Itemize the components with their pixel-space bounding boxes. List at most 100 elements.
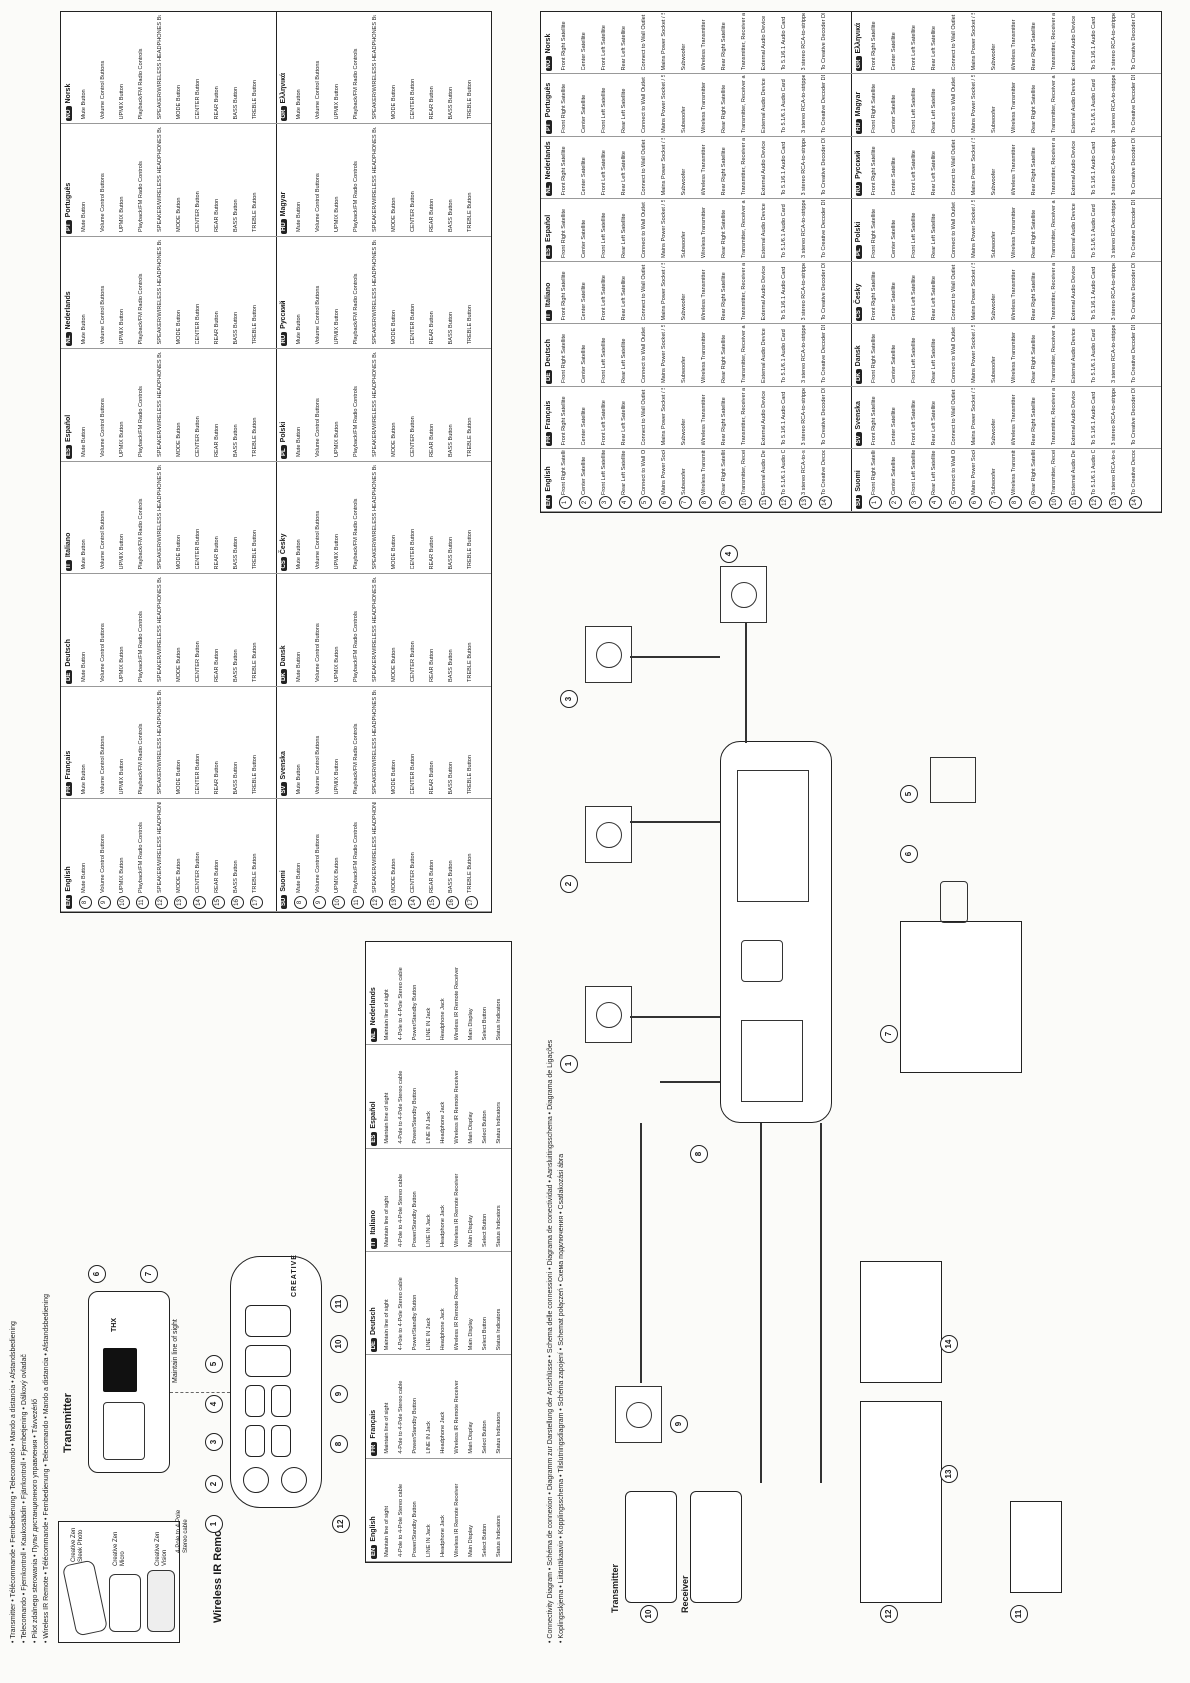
table-cell: SPEAKER/WIRELESS HEADPHONES Button	[157, 690, 163, 795]
remote-treble-button[interactable]	[271, 1385, 291, 1417]
lang-header: FRFrançais	[545, 401, 552, 447]
table-cell: Connect to Wall Outlet	[951, 389, 957, 446]
table-cell: To Creative Decoder DDTS-100	[821, 450, 827, 496]
table-cell: LINE IN Jack	[426, 1111, 432, 1144]
remote-playback-controls[interactable]	[245, 1305, 291, 1337]
table-cell: Transmitter, Receiver and Wireless Remot…	[741, 388, 747, 446]
table-cell: Rear Right Satellite	[1031, 450, 1037, 496]
remote-mode-button[interactable]	[245, 1425, 265, 1457]
table-cell: BASS Button	[233, 649, 239, 682]
table-cell: Rear Right Satellite	[721, 84, 727, 133]
table-cell: Status Indicators	[496, 1102, 502, 1144]
thx-logo: THX	[111, 1318, 118, 1332]
remote-upmix-button[interactable]	[271, 1425, 291, 1457]
table-cell: Rear Right Satellite	[1031, 209, 1037, 258]
lang-code: NO	[546, 56, 552, 72]
table-cell: 3 stereo RCA-to-stripped	[1111, 138, 1117, 196]
table-cell: SPEAKER/WIRELESS HEADPHONES Button	[372, 352, 378, 458]
lang-name: Español	[545, 214, 552, 242]
table-cell: To Creative Decoder DDTS-100	[821, 388, 827, 446]
table-cell: UPMIX Button	[334, 421, 340, 457]
table-cell: Subwoofer	[991, 43, 997, 71]
table-cell: Center Satellite	[891, 282, 897, 321]
lang-code: HU	[281, 219, 287, 234]
lang-header: NLNederlands	[545, 141, 552, 197]
table-cell: BASS Button	[448, 199, 454, 232]
remote-volume-buttons[interactable]	[245, 1345, 291, 1377]
table-cell: Front Left Satellite	[911, 400, 917, 446]
table-cell: Mute Button	[81, 862, 87, 893]
wire	[745, 623, 747, 743]
lang-header: ITItaliano	[545, 283, 552, 322]
table-cell: SPEAKER/WIRELESS HEADPHONES Button	[157, 465, 163, 570]
table-cell: Front Right Satellite	[871, 396, 877, 446]
transmitter-title: Transmitter	[62, 1393, 74, 1453]
table-cell: Mains Power Socket / Switch	[661, 13, 667, 71]
table-cell: Rear Right Satellite	[1031, 397, 1037, 446]
front-right-satellite	[585, 986, 632, 1043]
stereo-cable-label: 4-Pole to 4-Pole Stereo cable	[176, 1509, 189, 1553]
table-cell: Rear Left Satellite	[621, 26, 627, 71]
speaker-cone	[596, 822, 622, 848]
lang-code: RU	[856, 181, 862, 197]
table-cell: Subwoofer	[991, 106, 997, 133]
table-cell: Select Button	[482, 1523, 488, 1557]
row-number: 7	[679, 496, 692, 509]
table-cell: Mute Button	[296, 201, 302, 232]
table-cell: Mute Button	[81, 426, 87, 457]
remote-bass-button[interactable]	[245, 1385, 265, 1417]
remote-power-button[interactable]	[243, 1467, 269, 1493]
table-cell: Mains Power Socket / Switch	[971, 450, 977, 496]
table-cell: External Audio Device	[761, 203, 767, 258]
row-number: 13	[389, 896, 402, 909]
callout-8: 8	[330, 1435, 348, 1453]
table-cell: 3 stereo RCA-to-stripped	[801, 75, 807, 134]
row-number: 2	[889, 496, 902, 509]
table-cell: Volume Control Buttons	[100, 834, 106, 893]
table-cell: TREBLE Button	[252, 853, 258, 894]
callout-2: 2	[205, 1475, 223, 1493]
callout-conn-10: 10	[640, 1605, 658, 1623]
wire	[630, 1016, 720, 1018]
table-cell: Transmitter, Receiver and Wireless Remot…	[1051, 263, 1057, 321]
table-cell: REAR Button	[429, 198, 435, 232]
lang-code: IT	[546, 310, 552, 322]
lang-name: Polski	[280, 421, 287, 443]
callout-conn-12: 12	[880, 1605, 898, 1623]
table-cell: External Audio Device	[761, 450, 767, 496]
row-number: 9	[98, 896, 111, 909]
table-cell: REAR Button	[214, 761, 220, 795]
table-cell: Mute Button	[296, 764, 302, 795]
table-cell: External Audio Device	[761, 78, 767, 133]
table-cell: Volume Control Buttons	[315, 623, 321, 682]
table-cell: Center Satellite	[581, 32, 587, 71]
table-cell: Main Display	[468, 1111, 474, 1144]
callout-11: 11	[330, 1295, 348, 1313]
table-cell: Front Left Satellite	[911, 450, 917, 496]
table-cell: Center Satellite	[581, 157, 587, 196]
remote-mute-button[interactable]	[281, 1467, 307, 1493]
lang-code: CS	[281, 557, 287, 572]
table-cell: To Creative Decoder DDTS-100	[1131, 450, 1137, 496]
table-cell: Rear Right Satellite	[721, 22, 727, 71]
zen-vision-image	[147, 1570, 175, 1632]
row-number: 14	[1129, 496, 1142, 509]
lang-header: SVSvenska	[855, 401, 862, 447]
table-cell: Status Indicators	[496, 998, 502, 1041]
table-cell: TREBLE Button	[467, 80, 473, 120]
table-cell: To 5.1/6.1 Audio Card	[1091, 16, 1097, 71]
table-cell: External Audio Device	[761, 265, 767, 321]
lang-header: GRΕλληνικά	[855, 23, 862, 72]
lang-code: PT	[66, 220, 72, 234]
row-number: 14	[819, 496, 832, 509]
table-cell: Wireless IR Remote Receiver	[454, 966, 460, 1041]
table-cell: UPMIX Button	[119, 196, 125, 232]
table-cell: Rear Left Satellite	[621, 213, 627, 258]
table-cell: Subwoofer	[991, 231, 997, 258]
